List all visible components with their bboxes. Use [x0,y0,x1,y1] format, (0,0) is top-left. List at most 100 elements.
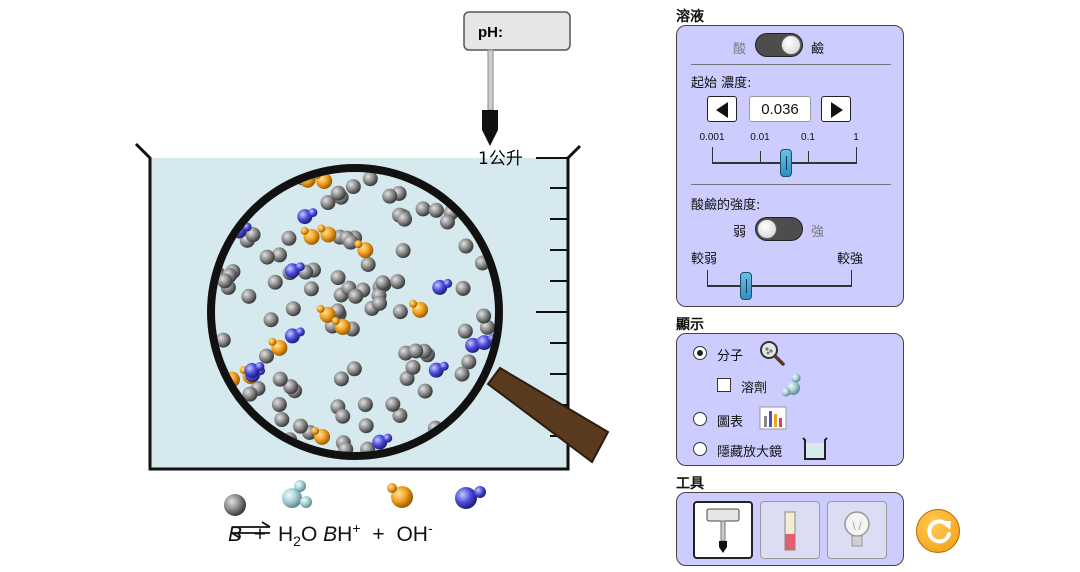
base-molecule [399,370,415,386]
conjugate-acid-molecule [317,224,337,243]
bar-graph-icon [759,406,787,430]
base-molecule [439,214,455,230]
base-molecule [242,386,258,402]
view-panel: 分子 溶劑 圖表 隱藏放大鏡 [676,333,904,466]
base-molecule [215,332,231,348]
base-molecule [428,202,444,218]
base-molecule [272,371,288,387]
concentration-increase-button[interactable] [821,96,851,122]
concentration-slider-thumb[interactable] [779,149,792,177]
hydroxide-icon [455,486,486,509]
conjugate-acid-molecule [409,299,429,318]
base-molecule [274,412,290,428]
base-molecule [245,227,261,243]
base-molecule [457,323,473,339]
base-molecule [267,274,283,290]
base-molecule [454,366,470,382]
conductivity-tool-button[interactable] [827,501,887,559]
base-molecule [360,441,376,452]
base-molecule [263,312,279,328]
graph-label: 圖表 [717,415,744,430]
base-molecule [338,441,354,452]
toggle-knob [781,35,801,55]
graph-radio[interactable] [693,412,707,426]
eq-hydroxide: OH- [396,520,433,546]
strength-tick [851,270,852,286]
molecule-view [215,172,495,452]
beaker-icon [802,437,828,460]
base-molecule [303,281,319,297]
reset-button[interactable] [916,509,960,553]
magnifying-glass[interactable] [207,164,610,464]
tools-panel [676,492,904,566]
base-molecule [358,418,374,434]
ph-meter-tool-button[interactable] [693,501,753,559]
conjugate-acid-molecule [300,226,320,245]
solvent-checkbox[interactable] [717,378,731,392]
eq-water: H2O [277,523,318,550]
magnifier-icon [760,341,785,366]
eq-plus-1: + [253,523,267,546]
hide-magnifier-radio[interactable] [693,442,707,456]
reaction-equation: B + H2O BH+ + OH- [228,520,548,552]
strong-label: 強 [811,225,825,240]
ph-paper-tool-button[interactable] [760,501,820,559]
base-molecule [333,371,349,387]
hydroxide-ion [244,362,265,379]
divider [691,184,891,185]
conjugate-acid-molecule [316,304,336,323]
base-molecule [395,243,411,259]
base-molecule [458,238,474,254]
arrow-left-icon [716,102,728,118]
base-molecule [259,249,275,265]
base-molecule [479,319,495,335]
base-molecule [476,308,492,324]
base-molecule [357,397,373,413]
lightbulb-icon [844,511,870,547]
ph-paper-icon [784,511,796,551]
base-molecule [405,359,421,375]
weak-label: 弱 [733,225,747,240]
hide-magnifier-label: 隱藏放大鏡 [717,445,783,460]
weak-strong-toggle[interactable] [755,217,803,241]
solution-section-title: 溶液 [676,9,704,25]
conc-tick [760,151,761,163]
conc-tick-label: 1 [853,132,859,143]
base-molecule [362,172,378,187]
water-molecule-icon [781,373,801,397]
conjugate-acid-molecule [331,316,351,335]
base-molecule [390,274,406,290]
ph-meter[interactable]: pH: [463,11,571,146]
conc-tick-label: 0.001 [699,132,725,143]
strength-slider-track [707,285,852,287]
concentration-decrease-button[interactable] [707,96,737,122]
molecules-radio[interactable] [693,346,707,360]
hydroxide-ion [372,433,393,450]
arrow-right-icon [831,102,843,118]
legend-icons [224,480,486,516]
base-molecule [455,280,471,296]
base-molecule [283,379,299,395]
conjugate-acid-molecule [311,426,331,445]
eq-plus-2: + [372,523,385,546]
base-molecule [293,418,309,434]
base-molecule [375,275,391,291]
hydroxide-ion [284,262,305,279]
conc-tick [856,147,857,163]
strength-slider-thumb[interactable] [740,272,753,300]
base-molecule [392,407,408,423]
volume-label: 1公升 [478,149,523,169]
base-molecule [330,270,346,286]
base-molecule [345,179,361,195]
conjugate-acid-icon [387,483,413,508]
divider [691,64,891,65]
base-molecule [217,273,233,289]
simulation-canvas: pH: 1公升 [134,11,610,516]
base-molecule [385,396,401,412]
simulation-area: pH: 1公升 [134,11,610,552]
base-molecule [343,234,359,250]
tools-section-title: 工具 [676,476,704,492]
hydroxide-ion [428,361,449,378]
acid-base-toggle[interactable] [755,33,803,57]
weaker-label: 較弱 [691,252,718,267]
